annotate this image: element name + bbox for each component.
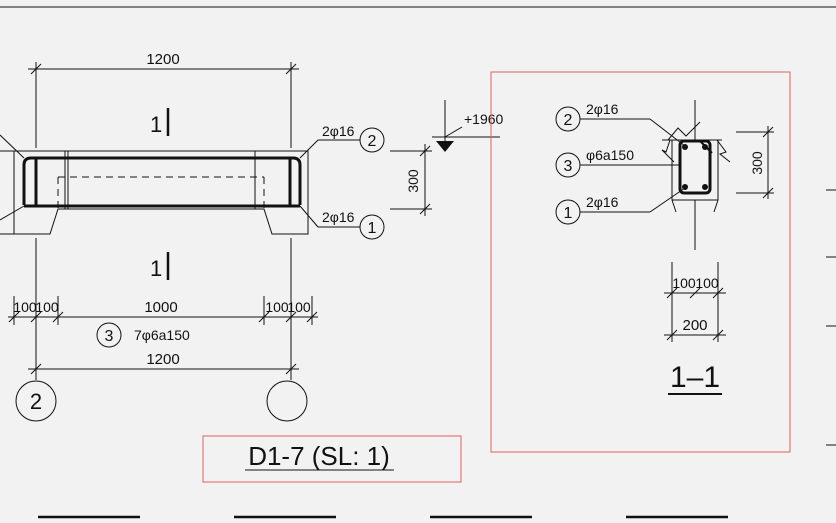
section-callout-bottom: 1 2φ16	[555, 187, 686, 225]
section-highlight-box	[490, 71, 791, 453]
svg-text:300: 300	[405, 169, 421, 193]
svg-text:100: 100	[695, 275, 719, 291]
svg-text:1200: 1200	[146, 351, 179, 368]
svg-text:1: 1	[564, 205, 573, 222]
axis-bubble-left: 2	[15, 380, 57, 422]
dim-bottom-total: 1200	[28, 351, 299, 375]
svg-text:200: 200	[682, 317, 707, 334]
svg-text:1000: 1000	[144, 299, 177, 316]
svg-text:+1960: +1960	[464, 111, 504, 127]
svg-text:φ6a150: φ6a150	[586, 147, 634, 163]
callout-top-bar: 2φ16 2	[299, 123, 385, 159]
callout-bottom-bar: 2φ16 1	[299, 205, 385, 240]
beam-elevation: 1200 1 1	[0, 51, 504, 483]
section-callout-top: 2 2φ16	[555, 101, 686, 147]
svg-text:100: 100	[287, 299, 311, 315]
svg-text:1: 1	[368, 220, 377, 237]
svg-text:2: 2	[564, 112, 573, 129]
svg-text:7φ6a150: 7φ6a150	[134, 327, 190, 343]
svg-text:2φ16: 2φ16	[586, 194, 619, 210]
section-outline	[661, 100, 731, 250]
svg-text:100: 100	[35, 299, 59, 315]
section-detail: 2 2φ16 3 φ6a150 1 2φ16 300	[490, 71, 791, 453]
svg-text:2: 2	[368, 133, 377, 150]
dim-top-total-text: 1200	[146, 51, 179, 68]
section-mark-top: 1	[150, 108, 170, 137]
svg-text:3: 3	[564, 158, 573, 175]
svg-text:3: 3	[105, 328, 114, 345]
svg-text:100: 100	[672, 275, 696, 291]
svg-text:1: 1	[150, 112, 162, 137]
dim-height-elevation: 300	[390, 144, 432, 216]
section-dim-halves: 100 100	[664, 262, 726, 300]
dim-bottom-detail: 100 100 1000 100 100	[8, 238, 318, 380]
svg-text:100: 100	[265, 299, 289, 315]
beam-title-box: D1-7 (SL: 1)	[202, 435, 462, 483]
callout-stirrup: 3 7φ6a150	[96, 322, 190, 348]
section-dim-height: 300	[736, 126, 774, 199]
svg-text:2φ16: 2φ16	[322, 123, 355, 139]
svg-text:2φ16: 2φ16	[586, 101, 619, 117]
elevation-symbol: +1960	[432, 100, 504, 152]
beam-title: D1-7 (SL: 1)	[248, 441, 390, 471]
section-title: 1–1	[668, 361, 722, 395]
svg-text:2: 2	[30, 389, 42, 414]
axis-bubble-right	[266, 380, 308, 422]
svg-text:300: 300	[749, 151, 765, 175]
svg-text:1–1: 1–1	[670, 361, 720, 394]
section-mark-bottom: 1	[150, 252, 170, 281]
svg-text:2φ16: 2φ16	[322, 209, 355, 225]
dim-top-total: 1200	[28, 51, 299, 148]
beam-body	[0, 134, 309, 235]
section-dim-width: 200	[664, 300, 726, 342]
svg-text:100: 100	[13, 299, 37, 315]
svg-text:1: 1	[150, 256, 162, 281]
section-callout-stirrup: 3 φ6a150	[555, 147, 680, 178]
